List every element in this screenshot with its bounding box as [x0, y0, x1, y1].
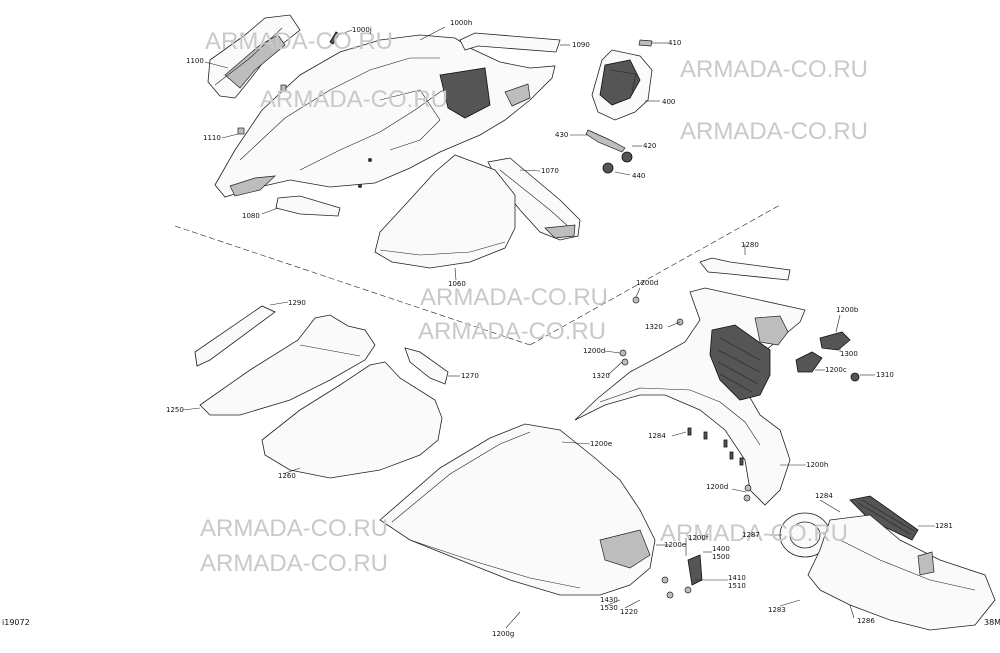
part-label: 1287 [742, 531, 760, 539]
part-label: 1200b [836, 306, 859, 314]
part-label: 1110 [203, 134, 221, 142]
part-label: 1250 [166, 406, 184, 414]
part-label: 1270 [461, 372, 479, 380]
watermark: ARMADA-CO.RU [200, 550, 389, 577]
lower-assembly-1286 [807, 514, 996, 631]
part-label: 1320 [645, 323, 663, 331]
strip-1270 [404, 347, 449, 385]
foam-block-1290 [194, 305, 276, 367]
strip-1090 [459, 32, 561, 53]
part-label: 1000j [352, 26, 372, 34]
part-label: 1260 [278, 472, 296, 480]
light-1200c [795, 351, 823, 373]
hood-upper-part-1000h [214, 34, 556, 198]
separator-line [529, 204, 781, 346]
part-label: 1283 [768, 606, 786, 614]
part-label: 1000h [450, 19, 473, 27]
part-label: 1410 [728, 574, 746, 582]
part-label: 1281 [935, 522, 953, 530]
part-label: 1284 [648, 432, 666, 440]
part-label: 1200e [664, 541, 687, 549]
part-label: 1320 [592, 372, 610, 380]
fasteners-top [237, 31, 653, 135]
corner-code: 38M [984, 618, 1000, 627]
part-label: 1500 [712, 553, 730, 561]
part-label: 430 [555, 131, 569, 139]
front-panel-1200e [379, 423, 656, 596]
part-label: 400 [662, 98, 676, 106]
part-label: 1286 [857, 617, 875, 625]
part-label: 1200c [825, 366, 847, 374]
part-label: 1200g [492, 630, 515, 638]
watermark: ARMADA-CO.RU [200, 515, 389, 542]
part-label: 1220 [620, 608, 638, 616]
part-label: 1090 [572, 41, 590, 49]
part-label: 1200e [590, 440, 613, 448]
part-label: 1080 [242, 212, 260, 220]
knob-1310 [850, 372, 860, 382]
windshield-1060 [374, 154, 516, 269]
part-label: 1530 [600, 604, 618, 612]
part-label: 1400 [712, 545, 730, 553]
part-label: 1310 [876, 371, 894, 379]
pad-1080 [275, 195, 341, 217]
fasteners-right [619, 296, 752, 502]
watermark: ARMADA-CO.RU [205, 28, 394, 55]
watermark: ARMADA-CO.RU [418, 318, 607, 345]
bracket-1100 [207, 14, 301, 99]
part-label: 1300 [840, 350, 858, 358]
part-label: 1510 [728, 582, 746, 590]
watermark: ARMADA-CO.RU [660, 520, 849, 547]
pad-1250 [199, 314, 376, 416]
part-label: 1100 [186, 57, 204, 65]
part-label: 1060 [448, 280, 466, 288]
ring-1287 [779, 512, 831, 558]
watermark: ARMADA-CO.RU [680, 56, 869, 83]
light-1200b [819, 331, 851, 351]
watermark: ARMADA-CO.RU [680, 118, 869, 145]
part-label: 1070 [541, 167, 559, 175]
part-label: 1284 [815, 492, 833, 500]
part-label: 1430 [600, 596, 618, 604]
part-label: 1200f [688, 534, 709, 542]
part-label: 1280 [741, 241, 759, 249]
part-label: 440 [632, 172, 646, 180]
pad-1260 [261, 361, 443, 479]
leader-lines [182, 26, 935, 629]
part-label: 1200d [706, 483, 729, 491]
strip-1280 [699, 257, 791, 281]
part-label: 1200h [806, 461, 829, 469]
part-label: 420 [643, 142, 657, 150]
figure-id: i19072 [2, 618, 30, 627]
part-label: 410 [668, 39, 682, 47]
watermark: ARMADA-CO.RU [420, 284, 609, 311]
part-label: 1290 [288, 299, 306, 307]
fairing-1200 [574, 287, 806, 506]
small-parts-1400-1410 [661, 554, 703, 599]
part-label: 1200d [636, 279, 659, 287]
small-parts-420-440 [585, 129, 633, 174]
part-label: 1200d [583, 347, 606, 355]
watermark: ARMADA-CO.RU [260, 86, 449, 113]
light-housing-400 [591, 49, 653, 121]
